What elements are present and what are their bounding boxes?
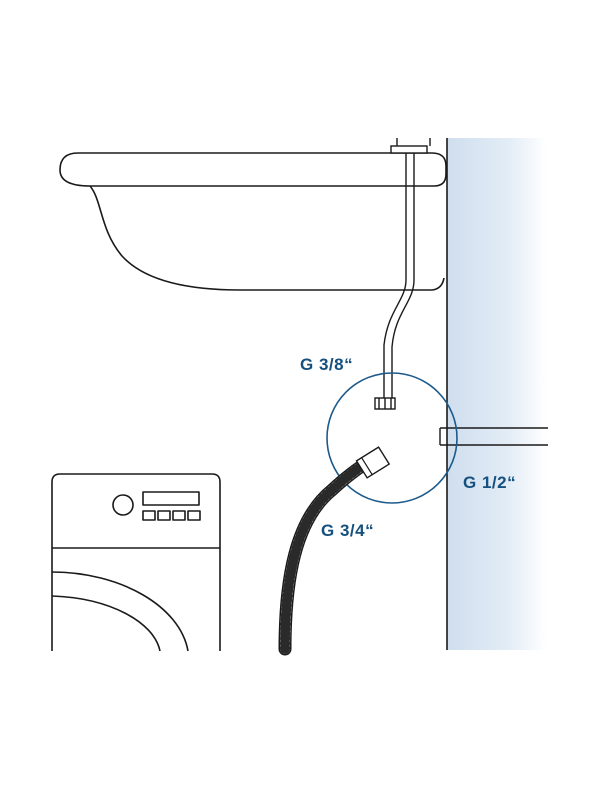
wall-outlet-pipe xyxy=(439,427,548,446)
program-button-3 xyxy=(172,510,186,521)
wall xyxy=(446,138,547,650)
drain-hose-icon xyxy=(278,446,391,656)
tap-supply-hose xyxy=(374,153,415,410)
washing-machine-icon xyxy=(51,473,221,652)
door-outer xyxy=(51,571,189,652)
display-panel xyxy=(142,491,200,506)
connection-detail-circle xyxy=(326,372,458,504)
program-button-4 xyxy=(187,510,201,521)
program-button-1 xyxy=(142,510,156,521)
hose-thread-label: G 3/4“ xyxy=(321,521,375,540)
program-button-2 xyxy=(157,510,171,521)
sink-basin-icon xyxy=(59,152,447,291)
control-knob xyxy=(112,494,134,516)
faucet-base xyxy=(390,138,431,154)
tap-thread-label: G 3/8“ xyxy=(300,355,354,374)
door-inner xyxy=(51,595,161,652)
wall-outlet-thread-label: G 1/2“ xyxy=(463,473,517,492)
